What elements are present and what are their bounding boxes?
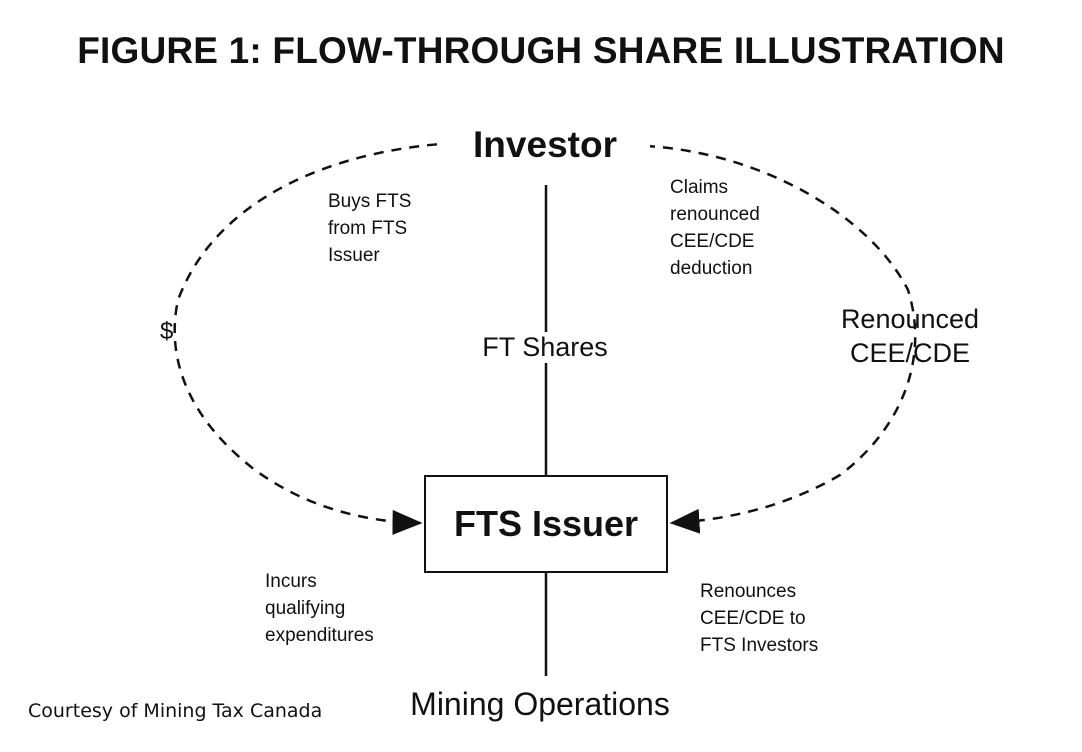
fts-issuer-node: FTS Issuer [424,475,668,573]
mining-operations-node: Mining Operations [410,686,670,722]
payment-dashed-arrow [173,141,456,535]
credit-text: Courtesy of Mining Tax Canada [28,700,323,722]
claims-note: Claims renounced CEE/CDE deduction [670,177,760,279]
incurs-note: Incurs qualifying expenditures [265,571,374,646]
investor-node: Investor [440,124,650,166]
renounces-note: Renounces CEE/CDE to FTS Investors [700,581,819,656]
dollar-label: $ [160,318,174,345]
renounced-dashed-arrow [644,144,917,534]
renounced-label: Renounced CEE/CDE [840,304,980,368]
buys-note: Buys FTS from FTS Issuer [328,191,412,266]
figure-title: FIGURE 1: FLOW-THROUGH SHARE ILLUSTRATIO… [77,30,1005,71]
ft-shares-label: FT Shares [440,332,650,363]
